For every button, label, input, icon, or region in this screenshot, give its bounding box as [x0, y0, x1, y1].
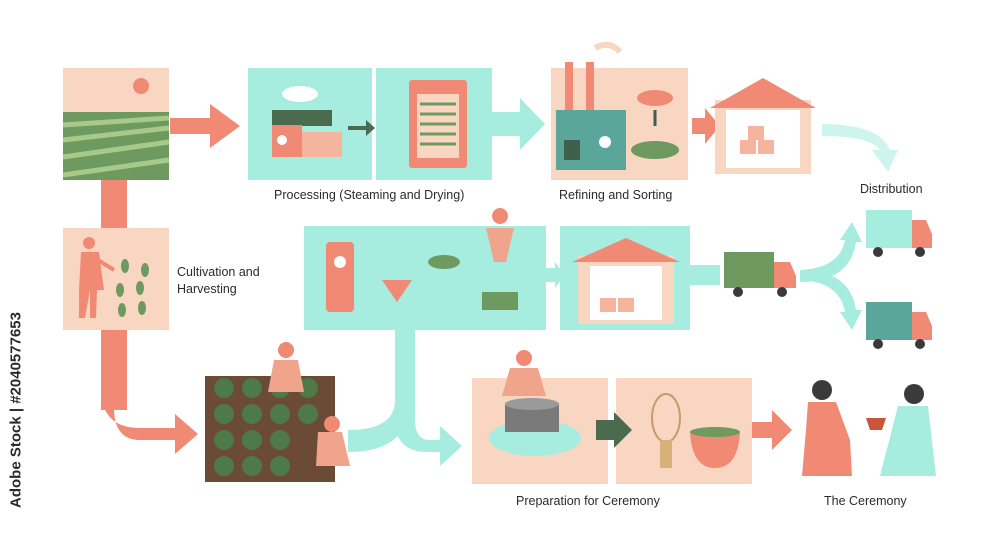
field-panel — [62, 68, 170, 180]
whisk-bowl-panel — [596, 378, 752, 484]
truck-middle — [724, 252, 796, 297]
truck-top-right — [866, 210, 932, 257]
coral-flow-arrows — [101, 104, 792, 454]
ceremony-figures — [802, 380, 936, 476]
plantation-panel — [205, 342, 350, 482]
truck-bottom-right — [866, 302, 932, 349]
warehouse-middle — [560, 226, 690, 330]
label-preparation: Preparation for Ceremony — [516, 494, 660, 508]
label-processing: Processing (Steaming and Drying) — [274, 188, 465, 202]
label-ceremony: The Ceremony — [824, 494, 907, 508]
label-refining: Refining and Sorting — [559, 188, 673, 202]
grinding-panel — [304, 208, 546, 330]
processing-panels — [248, 68, 492, 180]
label-distribution: Distribution — [860, 182, 923, 196]
farmer-panel — [63, 228, 169, 330]
watermark-text: Adobe Stock | #2040577653 — [7, 312, 25, 508]
stone-mill-panel — [472, 350, 608, 484]
watermark: Adobe Stock | #2040577653 — [4, 300, 28, 520]
label-cultivation: Cultivation and Harvesting — [177, 265, 260, 296]
refining-panel — [551, 41, 688, 180]
warehouse-top — [710, 78, 816, 174]
